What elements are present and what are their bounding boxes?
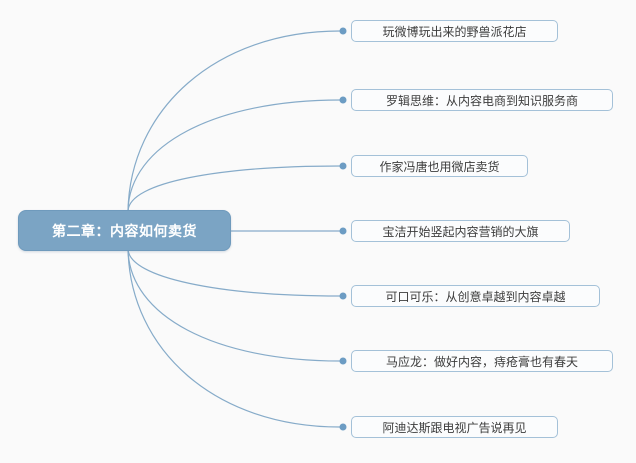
connector-curve-7 (127, 248, 341, 428)
connector-curve-1 (127, 30, 341, 212)
root-topic-label: 第二章：内容如何卖货 (52, 222, 197, 239)
connector-curve-6 (127, 248, 341, 362)
connector-dot-1 (339, 27, 347, 35)
branch-topic-label: 马应龙：做好内容，痔疮膏也有春天 (385, 354, 578, 369)
branch-topic-node-1[interactable]: 玩微博玩出来的野兽派花店 (351, 20, 558, 42)
connector-dot-5 (339, 292, 347, 300)
connector-dot-3 (339, 162, 347, 170)
connector-dot-2 (339, 96, 347, 104)
branch-topic-node-7[interactable]: 阿迪达斯跟电视广告说再见 (351, 416, 558, 438)
connector-curve-2 (127, 99, 341, 212)
root-topic-node[interactable]: 第二章：内容如何卖货 (18, 210, 231, 251)
branch-topic-label: 罗辑思维：从内容电商到知识服务商 (385, 93, 578, 108)
branch-topic-label: 宝洁开始竖起内容营销的大旗 (382, 224, 539, 239)
branch-topic-node-4[interactable]: 宝洁开始竖起内容营销的大旗 (351, 220, 570, 242)
branch-topic-label: 作家冯唐也用微店卖货 (379, 159, 500, 174)
branch-topic-label: 阿迪达斯跟电视广告说再见 (382, 420, 527, 435)
branch-topic-node-5[interactable]: 可口可乐：从创意卓越到内容卓越 (351, 285, 600, 307)
branch-topic-node-2[interactable]: 罗辑思维：从内容电商到知识服务商 (351, 89, 613, 111)
branch-topic-node-3[interactable]: 作家冯唐也用微店卖货 (351, 155, 528, 177)
connector-dot-7 (339, 423, 347, 431)
connector-dot-6 (339, 357, 347, 365)
connector-dot-4 (339, 227, 347, 235)
connector-curve-3 (127, 165, 341, 212)
branch-topic-label: 可口可乐：从创意卓越到内容卓越 (385, 289, 566, 304)
branch-topic-node-6[interactable]: 马应龙：做好内容，痔疮膏也有春天 (351, 350, 613, 372)
branch-topic-label: 玩微博玩出来的野兽派花店 (382, 24, 527, 39)
connector-curve-5 (127, 248, 341, 297)
